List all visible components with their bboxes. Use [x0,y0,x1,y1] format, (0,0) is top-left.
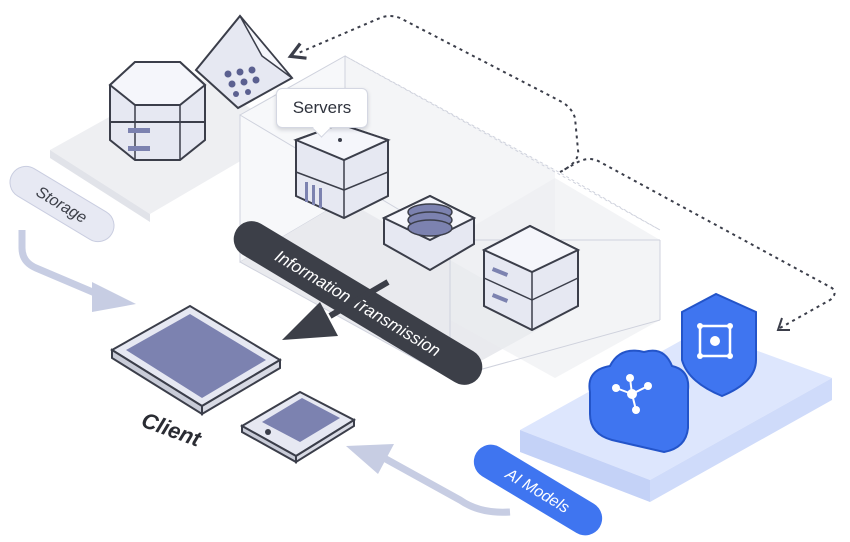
tablet-icon [110,304,282,416]
ai-shield-icon [681,292,757,398]
storage-cube-icon [194,14,294,110]
storage-to-client-arrow [18,230,104,300]
servers-tooltip: Servers [276,88,368,128]
rack-server-icon [481,224,581,332]
server-to-client-connector [328,279,390,319]
feedback-arrowhead-ai [776,317,790,331]
disk-stack-icon [381,194,477,272]
phone-icon [239,390,357,464]
server-to-client-arrowhead [282,302,338,340]
storage-hexagon-icon [108,61,207,161]
feedback-flow-arrow [296,15,836,329]
ai-cloud-icon [588,349,690,454]
client-label: Client [138,407,206,452]
servers-label: Servers [292,98,352,117]
ai-to-client-arrow [382,454,511,516]
